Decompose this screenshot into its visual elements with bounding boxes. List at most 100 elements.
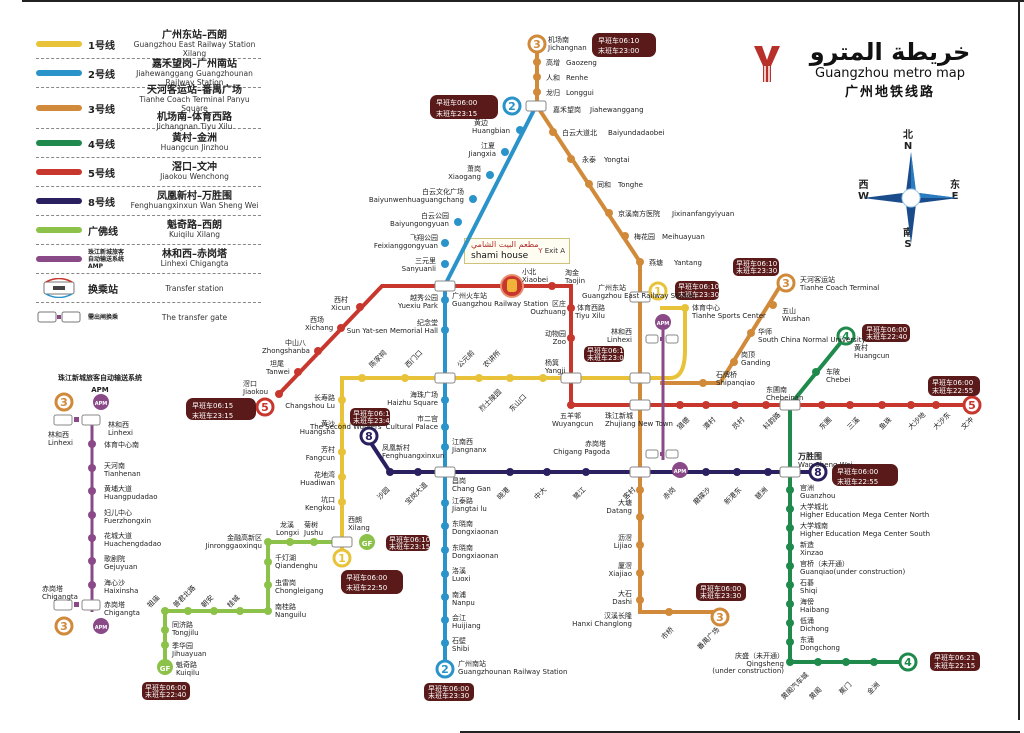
legend-line-name: 广佛线 xyxy=(88,226,118,238)
svg-text:Huangpudadao: Huangpudadao xyxy=(104,493,158,501)
svg-text:白云文化广场: 白云文化广场 xyxy=(422,187,464,196)
legend-route: 魁奇路–西朗 xyxy=(167,220,222,231)
svg-text:The Second Workers' Cultural P: The Second Workers' Cultural Palace xyxy=(309,423,438,431)
metro-logo-icon: Y xyxy=(538,247,543,255)
svg-text:Meihuayuan: Meihuayuan xyxy=(662,233,705,241)
legend-route: 林和西–赤岗塔 xyxy=(162,249,227,260)
svg-text:Sanyuanli: Sanyuanli xyxy=(402,265,436,273)
map-frame-bottom xyxy=(460,731,1020,733)
svg-text:Jiangxia: Jiangxia xyxy=(467,150,496,158)
svg-text:Jichangnan: Jichangnan xyxy=(547,44,587,52)
svg-text:Guangzhounan Railway Station: Guangzhounan Railway Station xyxy=(458,668,567,676)
svg-text:广州南站: 广州南站 xyxy=(458,659,486,668)
compass-east-en: E xyxy=(951,191,959,202)
svg-text:Tiyu Xilu: Tiyu Xilu xyxy=(574,312,605,320)
transfer-gate-markers xyxy=(74,337,664,607)
legend-route: 凤凰新村–万胜围 xyxy=(157,191,232,202)
svg-text:APM: APM xyxy=(674,469,687,475)
svg-text:末班车22:55: 末班车22:55 xyxy=(932,386,973,395)
svg-text:人和: 人和 xyxy=(546,73,560,82)
svg-text:磨碟沙: 磨碟沙 xyxy=(691,485,712,506)
svg-text:番禺广场: 番禺广场 xyxy=(695,625,721,651)
svg-text:蕉门: 蕉门 xyxy=(837,680,853,696)
svg-text:赤岗塔: 赤岗塔 xyxy=(104,600,125,609)
svg-text:Huangsha: Huangsha xyxy=(300,428,335,436)
svg-text:滘口: 滘口 xyxy=(243,379,257,388)
svg-text:早班车06:00: 早班车06:00 xyxy=(700,584,741,593)
legend-en-start: Jiaokou xyxy=(160,172,188,181)
svg-text:早班车06:10: 早班车06:10 xyxy=(587,346,628,355)
svg-text:Gaozeng: Gaozeng xyxy=(566,59,597,67)
svg-text:东晓南: 东晓南 xyxy=(452,543,473,552)
legend-row-transfer: 换乘站 Transfer station xyxy=(36,274,261,303)
svg-text:Feixianggongyuan: Feixianggongyuan xyxy=(374,242,438,250)
legend-en-start: Linhexi xyxy=(160,259,188,268)
legend-line-name: 8号线 xyxy=(88,197,115,209)
svg-text:APM: APM xyxy=(95,401,108,407)
svg-text:APM: APM xyxy=(91,386,109,394)
svg-text:花地湾: 花地湾 xyxy=(314,470,335,479)
svg-text:广州火车站: 广州火车站 xyxy=(452,291,487,300)
svg-text:燕塘: 燕塘 xyxy=(649,258,663,267)
svg-text:早班车06:00: 早班车06:00 xyxy=(145,683,186,692)
svg-text:晓港: 晓港 xyxy=(495,485,511,501)
title-english: Guangzhou metro map xyxy=(815,66,965,81)
svg-text:Gejuyuan: Gejuyuan xyxy=(104,563,137,571)
svg-text:淘金: 淘金 xyxy=(565,268,579,277)
svg-text:Dashi: Dashi xyxy=(612,598,632,606)
svg-text:Qiandenghu: Qiandenghu xyxy=(275,562,318,570)
svg-text:1: 1 xyxy=(654,285,662,298)
legend-en-start: Huangcun xyxy=(160,143,199,152)
line1-swatch xyxy=(36,41,82,47)
legend-line-name: 4号线 xyxy=(88,139,115,151)
svg-text:Huangcun: Huangcun xyxy=(854,352,890,360)
svg-text:Xichang: Xichang xyxy=(305,324,333,332)
compass-east-zh: 东 xyxy=(950,180,960,191)
svg-text:Jinronggaoxinqu: Jinronggaoxinqu xyxy=(204,542,262,550)
shami-house-callout[interactable]: مطعم البيت الشامي shami house Y Exit A xyxy=(464,238,570,264)
legend-en-start: Fenghuangxinxun xyxy=(130,201,198,210)
apm-line xyxy=(90,330,665,612)
svg-text:早班车06:00: 早班车06:00 xyxy=(436,98,477,107)
svg-text:Taojin: Taojin xyxy=(564,277,585,285)
svg-text:梅花园: 梅花园 xyxy=(634,232,655,241)
svg-text:末班车23:15: 末班车23:15 xyxy=(389,542,430,551)
svg-text:新港东: 新港东 xyxy=(722,485,743,506)
legend-line-name: 3号线 xyxy=(88,104,115,116)
svg-text:末班车22:40: 末班车22:40 xyxy=(866,332,907,341)
svg-text:林和西: 林和西 xyxy=(108,420,129,429)
title-block: خريطة المترو Guangzhou metro map 广州地铁线路 xyxy=(780,38,1000,100)
compass-rose-icon xyxy=(863,152,958,244)
svg-text:江夏: 江夏 xyxy=(481,142,495,150)
svg-text:黄村: 黄村 xyxy=(854,343,868,352)
svg-text:黄沙: 黄沙 xyxy=(321,419,335,428)
guangfo-swatch xyxy=(36,227,82,233)
svg-text:客村: 客村 xyxy=(621,485,637,501)
legend-line-name: 需出闸换乘 xyxy=(88,313,119,321)
svg-text:APM: APM xyxy=(657,321,670,327)
svg-text:市二宫: 市二宫 xyxy=(417,414,438,423)
apm-swatch xyxy=(36,256,82,262)
svg-text:南浦: 南浦 xyxy=(452,590,466,599)
line3-swatch xyxy=(36,105,82,111)
svg-text:飞翔公园: 飞翔公园 xyxy=(410,233,438,242)
svg-text:祖庙: 祖庙 xyxy=(145,593,161,609)
svg-text:珠江新城旅客自动输送系统: 珠江新城旅客自动输送系统 xyxy=(58,373,142,382)
svg-text:Jushu: Jushu xyxy=(303,529,323,537)
svg-text:Xinzao: Xinzao xyxy=(800,549,823,557)
svg-text:末班车22:55: 末班车22:55 xyxy=(837,477,878,486)
svg-text:Guanqiao(under construction): Guanqiao(under construction) xyxy=(800,568,906,576)
svg-text:末班车23:15: 末班车23:15 xyxy=(436,109,477,118)
line4 xyxy=(788,334,908,664)
svg-text:小北: 小北 xyxy=(522,267,536,276)
svg-text:同济路: 同济路 xyxy=(172,620,193,629)
svg-text:魁奇路: 魁奇路 xyxy=(176,660,197,669)
svg-text:GF: GF xyxy=(362,540,373,548)
line1 xyxy=(340,306,687,555)
